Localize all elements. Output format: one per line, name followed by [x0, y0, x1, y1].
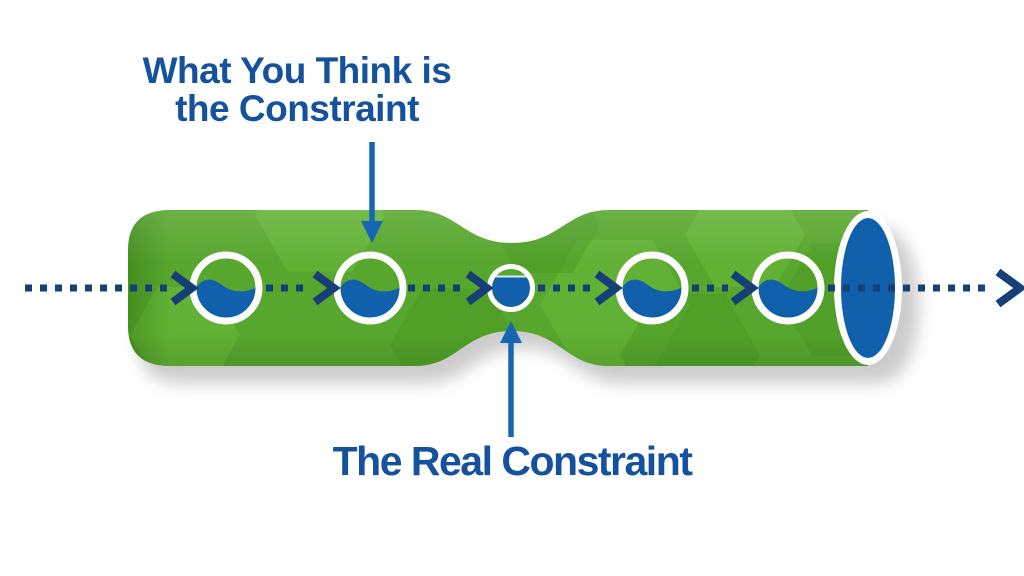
flow-dotted-line: [25, 268, 1024, 308]
liquid-wave: [196, 279, 256, 318]
flow-arrowhead-icon: [170, 270, 199, 306]
flow-arrowhead-icon: [995, 268, 1024, 308]
flow-arrowhead-icon: [312, 270, 341, 306]
up-arrow-icon: [500, 321, 522, 437]
flow-arrowhead-icon: [465, 270, 494, 306]
flow-arrowhead-icon: [730, 270, 759, 306]
real-constraint-label: The Real Constraint: [332, 438, 693, 484]
flow-arrowhead-icon: [594, 270, 623, 306]
down-arrow-icon: [361, 142, 383, 243]
pipe-opening-liquid: [841, 218, 895, 358]
liquid-wave: [622, 279, 682, 318]
liquid-wave: [758, 279, 818, 318]
pipe-opening: [834, 211, 902, 365]
liquid-wave: [340, 279, 400, 318]
perceived-constraint-label: What You Think is the Constraint: [142, 50, 452, 130]
